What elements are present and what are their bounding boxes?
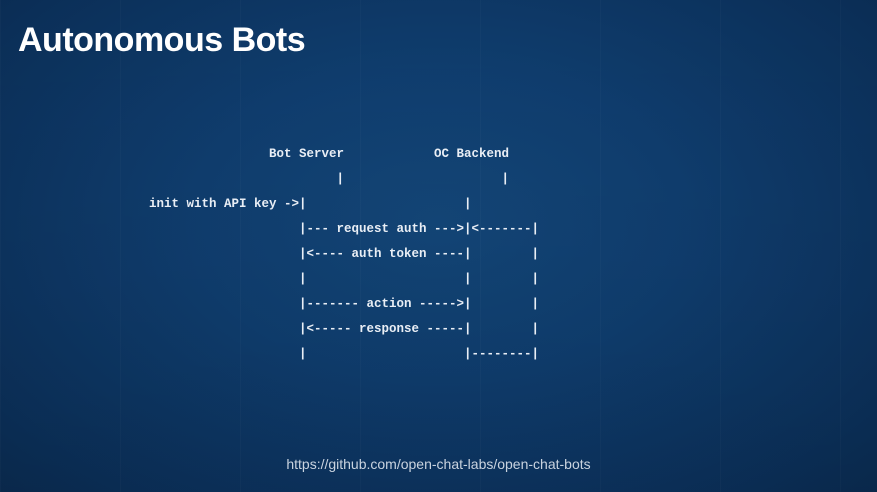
diagram-line-spacer: | | | — [149, 272, 540, 286]
slide-title: Autonomous Bots — [18, 21, 306, 59]
diagram-line-response: |<----- response -----| | — [149, 322, 540, 336]
diagram-line-headers: Bot Server OC Backend — [149, 147, 510, 161]
diagram-line-init: init with API key ->| | — [149, 197, 472, 211]
sequence-diagram: Bot Server OC Backend | | init with API k… — [149, 142, 539, 367]
diagram-line-request-auth: |--- request auth --->|<-------| — [149, 222, 540, 236]
diagram-line-lifelines: | | — [149, 172, 510, 186]
diagram-line-auth-token: |<---- auth token ----| | — [149, 247, 540, 261]
diagram-line-action: |------- action ----->| | — [149, 297, 540, 311]
diagram-line-end: | |--------| — [149, 347, 540, 361]
github-repo-link[interactable]: https://github.com/open-chat-labs/open-c… — [286, 456, 591, 472]
